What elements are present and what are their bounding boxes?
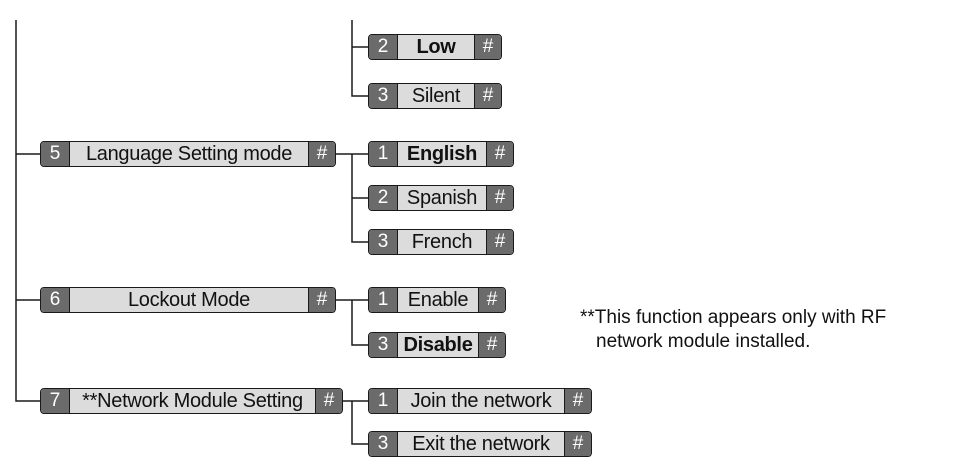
menu-number: 6 <box>41 288 70 312</box>
hash-key-icon: # <box>486 186 513 210</box>
menu-label: Lockout Mode <box>127 288 251 311</box>
option-number: 1 <box>369 288 398 312</box>
menu-box-lockout-mode: 6 Lockout Mode # <box>40 287 336 313</box>
option-number: 3 <box>369 84 398 108</box>
hash-key-icon: # <box>478 288 505 312</box>
option-label: French <box>411 230 473 253</box>
option-label: Silent <box>411 84 461 107</box>
option-number: 2 <box>369 35 398 59</box>
hash-key-icon: # <box>308 142 335 166</box>
option-number: 1 <box>369 142 398 166</box>
option-box-join-network: 1 Join the network # <box>368 388 592 414</box>
hash-key-icon: # <box>564 432 591 456</box>
option-label: Low <box>416 35 456 58</box>
hash-key-icon: # <box>474 84 501 108</box>
option-number: 1 <box>369 389 398 413</box>
option-box-disable: 3 Disable # <box>368 332 506 358</box>
option-number: 3 <box>369 333 398 357</box>
hash-key-icon: # <box>315 389 342 413</box>
option-box-low: 2 Low # <box>368 34 502 60</box>
footnote-line-2: network module installed. <box>596 331 811 352</box>
option-box-enable: 1 Enable # <box>368 287 506 313</box>
option-label: Exit the network <box>412 432 550 455</box>
option-number: 2 <box>369 186 398 210</box>
option-box-spanish: 2 Spanish # <box>368 185 514 211</box>
menu-label: Language Setting mode <box>85 142 293 165</box>
option-box-silent: 3 Silent # <box>368 83 502 109</box>
option-label: Spanish <box>406 186 478 209</box>
menu-number: 5 <box>41 142 70 166</box>
option-label: Disable <box>403 333 473 356</box>
option-box-french: 3 French # <box>368 229 514 255</box>
menu-label: **Network Module Setting <box>82 389 303 412</box>
hash-key-icon: # <box>564 389 591 413</box>
menu-number: 7 <box>41 389 70 413</box>
option-label: Join the network <box>410 389 552 412</box>
option-box-english: 1 English # <box>368 141 514 167</box>
menu-box-language-setting: 5 Language Setting mode # <box>40 141 336 167</box>
hash-key-icon: # <box>486 142 513 166</box>
option-label: English <box>406 142 478 165</box>
option-box-exit-network: 3 Exit the network # <box>368 431 592 457</box>
footnote: **This function appears only with RF net… <box>580 306 886 354</box>
option-label: Enable <box>407 288 469 311</box>
menu-box-network-module: 7 **Network Module Setting # <box>40 388 343 414</box>
option-number: 3 <box>369 432 398 456</box>
footnote-line-1: **This function appears only with RF <box>580 307 887 328</box>
hash-key-icon: # <box>474 35 501 59</box>
option-number: 3 <box>369 230 398 254</box>
hash-key-icon: # <box>308 288 335 312</box>
hash-key-icon: # <box>478 333 505 357</box>
hash-key-icon: # <box>486 230 513 254</box>
